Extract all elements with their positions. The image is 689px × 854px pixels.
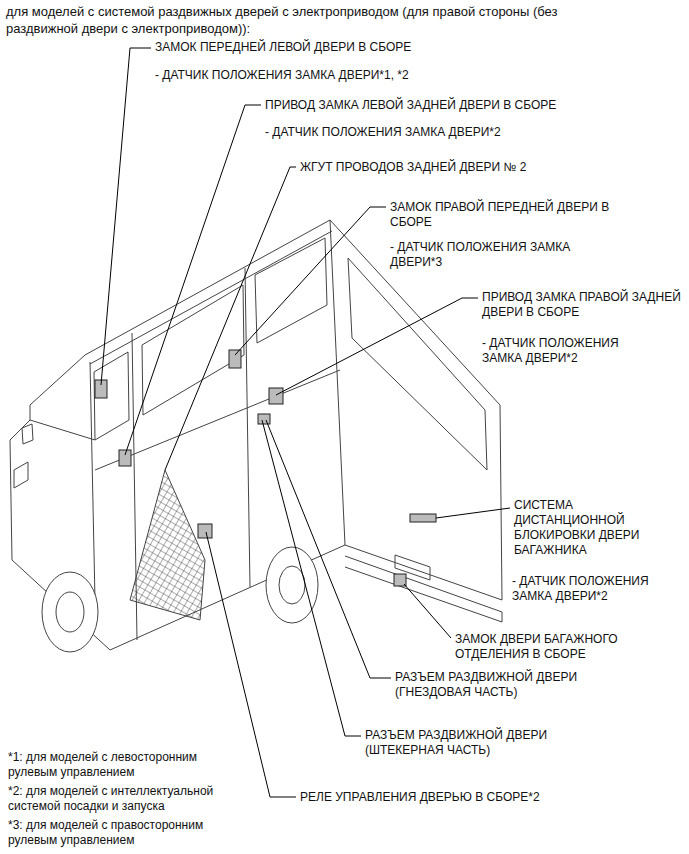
component-icons — [95, 350, 436, 586]
rear-face — [330, 220, 502, 600]
sensor-note: - ДАТЧИК ПОЛОЖЕНИЯ ЗАМКА ДВЕРИ*2 — [482, 336, 652, 366]
back-door-system-icon — [410, 514, 436, 522]
wire-harness — [130, 470, 205, 620]
roof-edge — [85, 220, 330, 355]
rear-wheel — [266, 547, 318, 623]
part-label: СИСТЕМА ДИСТАНЦИОННОЙ БЛОКИРОВКИ ДВЕРИ Б… — [514, 498, 682, 558]
actuator-icon — [119, 450, 131, 466]
character-line — [95, 370, 340, 470]
part-label: РАЗЪЕМ РАЗДВИЖНОЙ ДВЕРИ (ГНЕЗДОВАЯ ЧАСТЬ… — [395, 670, 625, 700]
leader-line — [404, 584, 451, 638]
leader-line — [206, 532, 296, 797]
sensor-note: - ДАТЧИК ПОЛОЖЕНИЯ ЗАМКА ДВЕРИ*3 — [390, 240, 605, 270]
rear-window — [348, 258, 487, 470]
hood-line — [30, 420, 95, 440]
footnote: *1: для моделей с левосторонним рулевым … — [8, 750, 218, 780]
leader-line — [266, 420, 391, 678]
part-label: ЗАМОК ПЕРЕДНЕЙ ЛЕВОЙ ДВЕРИ В СБОРЕ — [155, 40, 485, 55]
roof-edge — [90, 231, 332, 364]
sensor-note: - ДАТЧИК ПОЛОЖЕНИЯ ЗАМКА ДВЕРИ*2 — [512, 574, 684, 604]
footnote: *3: для моделей с правосторонним рулевым… — [8, 818, 218, 848]
door-lock-icon — [229, 350, 241, 368]
part-label: ПРИВОД ЗАМКА ЛЕВОЙ ЗАДНЕЙ ДВЕРИ В СБОРЕ — [265, 98, 675, 113]
part-label: ЖГУТ ПРОВОДОВ ЗАДНЕЙ ДВЕРИ № 2 — [300, 160, 630, 175]
leader-line — [165, 167, 296, 470]
leader-line — [101, 48, 151, 385]
page-title: для моделей с системой раздвижных дверей… — [6, 4, 606, 38]
sliding-door-line — [245, 268, 250, 587]
front-wheel — [42, 572, 98, 652]
part-label: ЗАМОК ДВЕРИ БАГАЖНОГО ОТДЕЛЕНИЯ В СБОРЕ — [455, 632, 683, 662]
rear-pillar — [330, 220, 345, 545]
headlight — [14, 462, 28, 488]
sensor-note: - ДАТЧИК ПОЛОЖЕНИЯ ЗАМКА ДВЕРИ*2 — [265, 125, 595, 140]
part-label: РЕЛЕ УПРАВЛЕНИЯ ДВЕРЬЮ В СБОРЕ*2 — [300, 790, 680, 805]
mirror — [22, 424, 33, 444]
sliding-door-window — [142, 285, 244, 415]
part-label: ПРИВОД ЗАМКА ПРАВОЙ ЗАДНЕЙ ДВЕРИ В СБОРЕ — [482, 290, 682, 320]
quarter-window — [255, 238, 327, 343]
actuator-icon — [269, 388, 283, 404]
rear-bumper — [345, 556, 502, 622]
leader-line — [436, 508, 510, 518]
part-label: ЗАМОК ПРАВОЙ ПЕРЕДНЕЙ ДВЕРИ В СБОРЕ — [390, 200, 640, 230]
footnote: *2: для моделей с интеллектуальной систе… — [8, 784, 248, 814]
relay-icon — [198, 524, 212, 538]
front-door-window — [94, 352, 129, 440]
leader-line — [262, 420, 361, 736]
rear-wheel-hub — [279, 566, 305, 604]
leader-line — [276, 298, 478, 395]
front-wheel-hub — [56, 592, 84, 632]
sensor-note: - ДАТЧИК ПОЛОЖЕНИЯ ЗАМКА ДВЕРИ*1, *2 — [155, 68, 485, 83]
part-label: РАЗЪЕМ РАЗДВИЖНОЙ ДВЕРИ (ШТЕКЕРНАЯ ЧАСТЬ… — [365, 728, 605, 758]
leader-line — [235, 207, 386, 355]
van-body — [10, 220, 502, 652]
connector-icon — [258, 414, 270, 424]
